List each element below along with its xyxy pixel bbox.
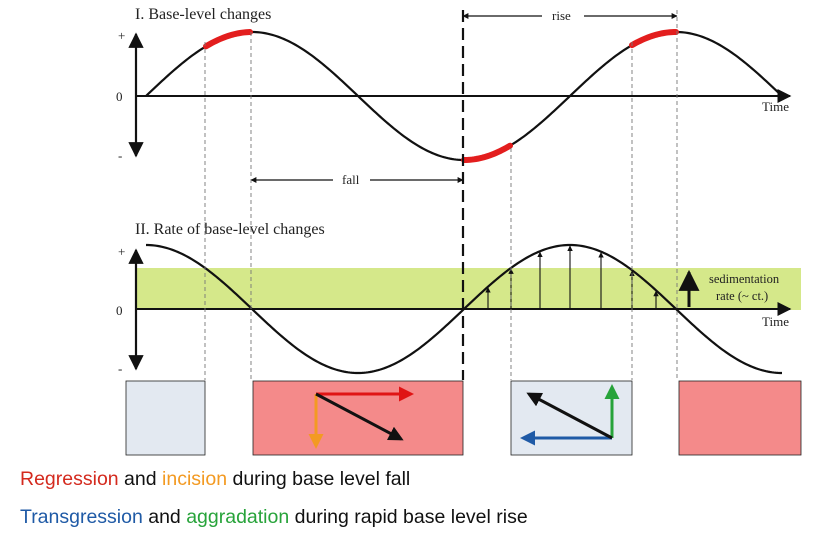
sedimentation-label-line2: rate (~ ct.) [716, 289, 768, 303]
lowstand-red-segment [461, 142, 513, 163]
box-second-fall-red [678, 380, 802, 456]
panel2-zero-label: 0 [116, 303, 123, 318]
highstand-red-segment [203, 29, 253, 50]
panel2-time-label: Time [762, 314, 789, 329]
caption-fall: Regression and incision during base leve… [20, 468, 410, 491]
second-highstand-red-segment [629, 29, 679, 49]
caption-aggradation-word: aggradation [186, 506, 290, 528]
panel1-plus-label: + [118, 28, 125, 43]
rise-resultant-arrow [526, 392, 613, 440]
caption-and-2: and [142, 506, 187, 528]
panel2-minus-label: - [118, 361, 122, 376]
caption-incision-word: incision [162, 468, 228, 490]
rise-label: rise [552, 8, 571, 23]
fall-resultant-arrow [315, 392, 404, 441]
caption-rise-rest: during rapid base level rise [289, 506, 528, 528]
panel1-time-label: Time [762, 99, 789, 114]
caption-fall-rest: during base level fall [227, 468, 411, 490]
caption-regression-word: Regression [20, 468, 119, 490]
panel1-zero-label: 0 [116, 89, 123, 104]
box-highstand-light [125, 380, 206, 456]
panel1-title: I. Base-level changes [135, 6, 271, 23]
panel2-plus-label: + [118, 244, 125, 259]
caption-and-1: and [118, 468, 163, 490]
panel1-minus-label: - [118, 148, 122, 163]
box-fall-red [252, 380, 464, 456]
caption-transgression-word: Transgression [20, 506, 143, 528]
sedimentation-label-line1: sedimentation [709, 272, 780, 286]
caption-rise: Transgression and aggradation during rap… [20, 506, 528, 529]
panel2-title: II. Rate of base-level changes [135, 221, 325, 238]
fall-label: fall [342, 172, 360, 187]
